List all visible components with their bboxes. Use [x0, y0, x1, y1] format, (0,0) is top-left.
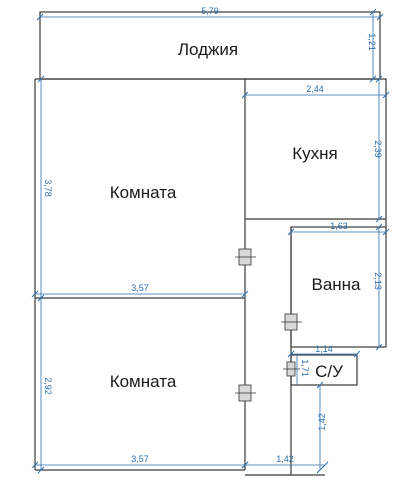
dim-wc-depth: 1,71	[300, 359, 310, 377]
dim-room-top-width: 3,57	[131, 283, 149, 293]
door-room-bottom	[235, 384, 256, 402]
dim-wc-width: 1,14	[315, 344, 333, 354]
room-label-wc: С/У	[315, 362, 343, 381]
dim-loggia-width: 5,79	[201, 6, 219, 16]
door-wc	[283, 361, 300, 377]
dim-room-top-depth: 3,78	[43, 179, 53, 197]
dim-loggia-depth: 1,21	[367, 33, 377, 51]
dim-hall-depth: 1,42	[317, 413, 327, 431]
room-label-loggia: Лоджия	[178, 40, 238, 59]
room-label-room-bottom: Комната	[110, 372, 177, 391]
dim-kitchen-width: 2,44	[306, 84, 324, 94]
dim-hall-width: 1,42	[276, 454, 294, 464]
doors	[235, 248, 302, 402]
dim-bath-depth: 2,13	[373, 272, 383, 290]
walls	[34, 11, 387, 476]
dimension-lines	[31, 8, 390, 474]
outer-wall-top-right	[35, 78, 387, 227]
room-label-kitchen: Кухня	[292, 144, 338, 163]
door-bath	[281, 313, 302, 331]
room-label-room-top: Комната	[110, 183, 177, 202]
door-room-top	[235, 248, 256, 266]
dim-room-bottom-depth: 2,92	[43, 377, 53, 395]
room-label-bath: Ванна	[311, 275, 361, 294]
dim-bath-width: 1,63	[330, 221, 348, 231]
dim-kitchen-depth: 2,39	[373, 140, 383, 158]
dim-room-bottom-width: 3,57	[131, 454, 149, 464]
